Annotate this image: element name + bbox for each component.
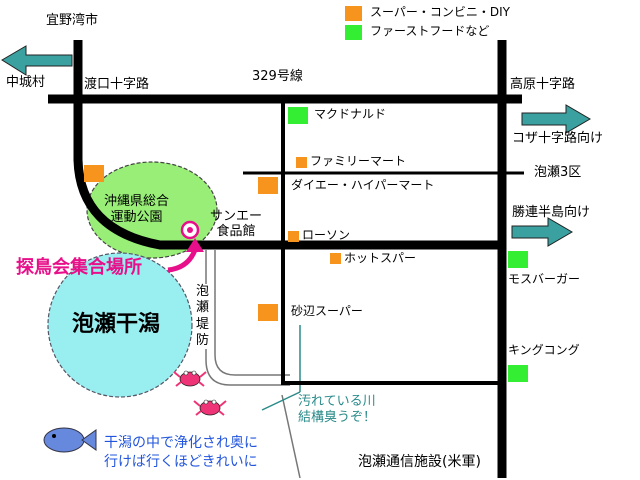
label-toguchi: 渡口十字路 [84, 77, 150, 92]
meeting-arrow [167, 248, 198, 273]
marker-park-store[interactable] [84, 165, 104, 182]
label-meeting: 探鳥会集合場所 [16, 257, 142, 278]
label-military: 泡瀬通信施設(米軍) [358, 454, 481, 470]
label-higata: 泡瀬干潟 [72, 312, 161, 337]
label-nakagusuku: 中城村 [6, 75, 46, 90]
gray-road [281, 394, 301, 479]
store-sunabe: 砂辺スーパー [291, 304, 363, 318]
marker-mos[interactable] [508, 251, 528, 268]
crab-icon [193, 399, 227, 416]
legend-label-store: スーパー・コンビニ・DIY [370, 5, 510, 19]
label-awase3: 泡瀬3区 [534, 165, 582, 180]
legend-swatch-store [345, 6, 362, 21]
store-kingkong: キングコング [508, 343, 580, 357]
marker-sunabe[interactable] [258, 304, 278, 321]
store-lawson: ローソン [302, 228, 351, 242]
store-mcdonalds: マクドナルド [314, 107, 387, 121]
marker-daiei[interactable] [258, 177, 278, 194]
label-river: 汚れている川 結構臭うぞ！ [298, 394, 377, 425]
store-familymart: ファミリーマート [310, 154, 407, 168]
levee-road-inner [214, 250, 290, 376]
label-route: 329号線 [252, 69, 303, 84]
higata-area[interactable] [47, 252, 193, 398]
store-daiei: ダイエー・ハイパーマート [291, 178, 435, 192]
arrow-right-icon [511, 217, 573, 247]
river-branch [261, 391, 301, 411]
marker-hotspar[interactable] [330, 253, 341, 264]
marker-kingkong[interactable] [508, 365, 528, 382]
label-levee: 泡 瀬 堤 防 [196, 284, 210, 349]
arrow-left-icon [1, 45, 73, 76]
store-mos: モスバーガー [508, 272, 581, 286]
crab-icon [173, 370, 207, 387]
marker-mcdonalds[interactable] [288, 107, 308, 124]
road-west [73, 40, 506, 250]
marker-familymart[interactable] [296, 157, 307, 168]
label-katsuren: 勝連半島向け [512, 205, 591, 220]
arrow-right-icon [521, 104, 591, 134]
label-sanei: サンエー 食品館 [210, 209, 263, 239]
legend-swatch-fastfood [345, 25, 362, 40]
store-hotspar: ホットスパー [344, 251, 417, 265]
legend-label-fastfood: ファーストフードなど [370, 24, 490, 38]
label-takahara: 高原十字路 [510, 77, 576, 92]
fish-icon [43, 427, 97, 453]
label-park: 沖縄県総合 運動公園 [104, 194, 170, 226]
levee-road [205, 250, 290, 386]
label-comment: 干潟の中で浄化され奥に 行けば行くほどきれいに [104, 435, 258, 470]
label-koza: コザ十字路向け [512, 131, 604, 146]
marker-lawson[interactable] [288, 231, 299, 242]
label-ginowan: 宜野湾市 [46, 13, 99, 28]
